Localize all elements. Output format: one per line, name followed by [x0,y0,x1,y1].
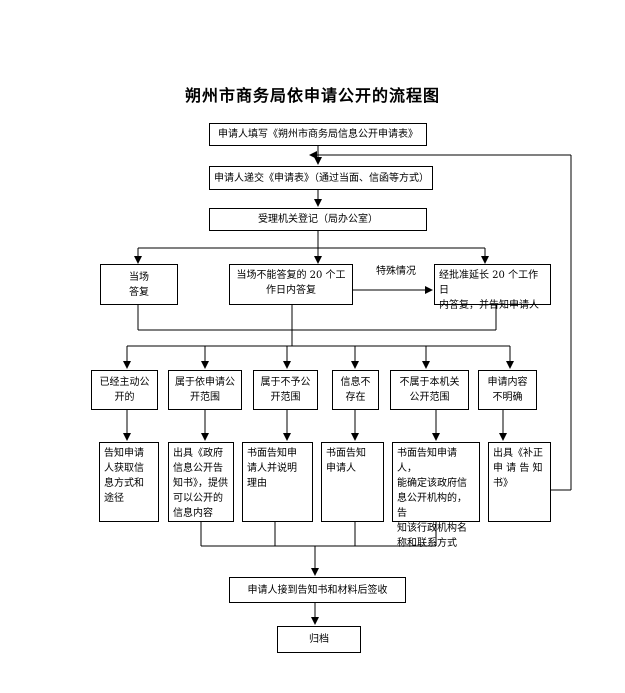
category-not-this-agency-box: 不属于本机关 公开范围 [390,370,469,410]
receive-sign-box: 申请人接到告知书和材料后签收 [229,577,406,603]
result-disclosable-box: 出具《政府 信息公开告 知书》，提供 可以公开的 信息内容 [168,442,234,522]
result-not-disclosable-box: 书面告知申 请人并说明 理由 [242,442,313,522]
result-public-box: 告知申请 人获取信 息方式和 途径 [99,442,159,522]
archive-box: 归档 [277,626,361,653]
category-public-box: 已经主动公 开的 [91,370,158,410]
category-unclear-box: 申请内容 不明确 [478,370,537,410]
special-case-label: 特殊情况 [376,266,416,277]
fill-form-box: 申请人填写《朔州市商务局信息公开申请表》 [209,123,427,146]
result-unclear-box: 出具《补正 申 请 告 知 书》 [488,442,551,522]
result-not-this-agency-box: 书面告知申请人， 能确定该政府信 息公开机构的，告 知该行政机构名 称和联系方式 [392,442,480,549]
answer-20-days-box: 当场不能答复的 20 个工 作日内答复 [229,264,353,305]
category-not-disclosable-box: 属于不予公 开范围 [253,370,318,410]
extend-20-days-box: 经批准延长 20 个工作日 内答复，并告知申请人 [434,264,551,311]
page-title: 朔州市商务局依申请公开的流程图 [184,86,440,105]
category-not-exist-box: 信息不 存在 [332,370,379,410]
result-not-exist-box: 书面告知 申请人 [321,442,384,522]
category-disclosable-box: 属于依申请公 开范围 [168,370,242,410]
on-site-answer-box: 当场 答复 [100,264,178,305]
register-box: 受理机关登记（局办公室） [209,208,427,231]
submit-form-box: 申请人递交《申请表》（通过当面、信函等方式） [209,166,433,190]
